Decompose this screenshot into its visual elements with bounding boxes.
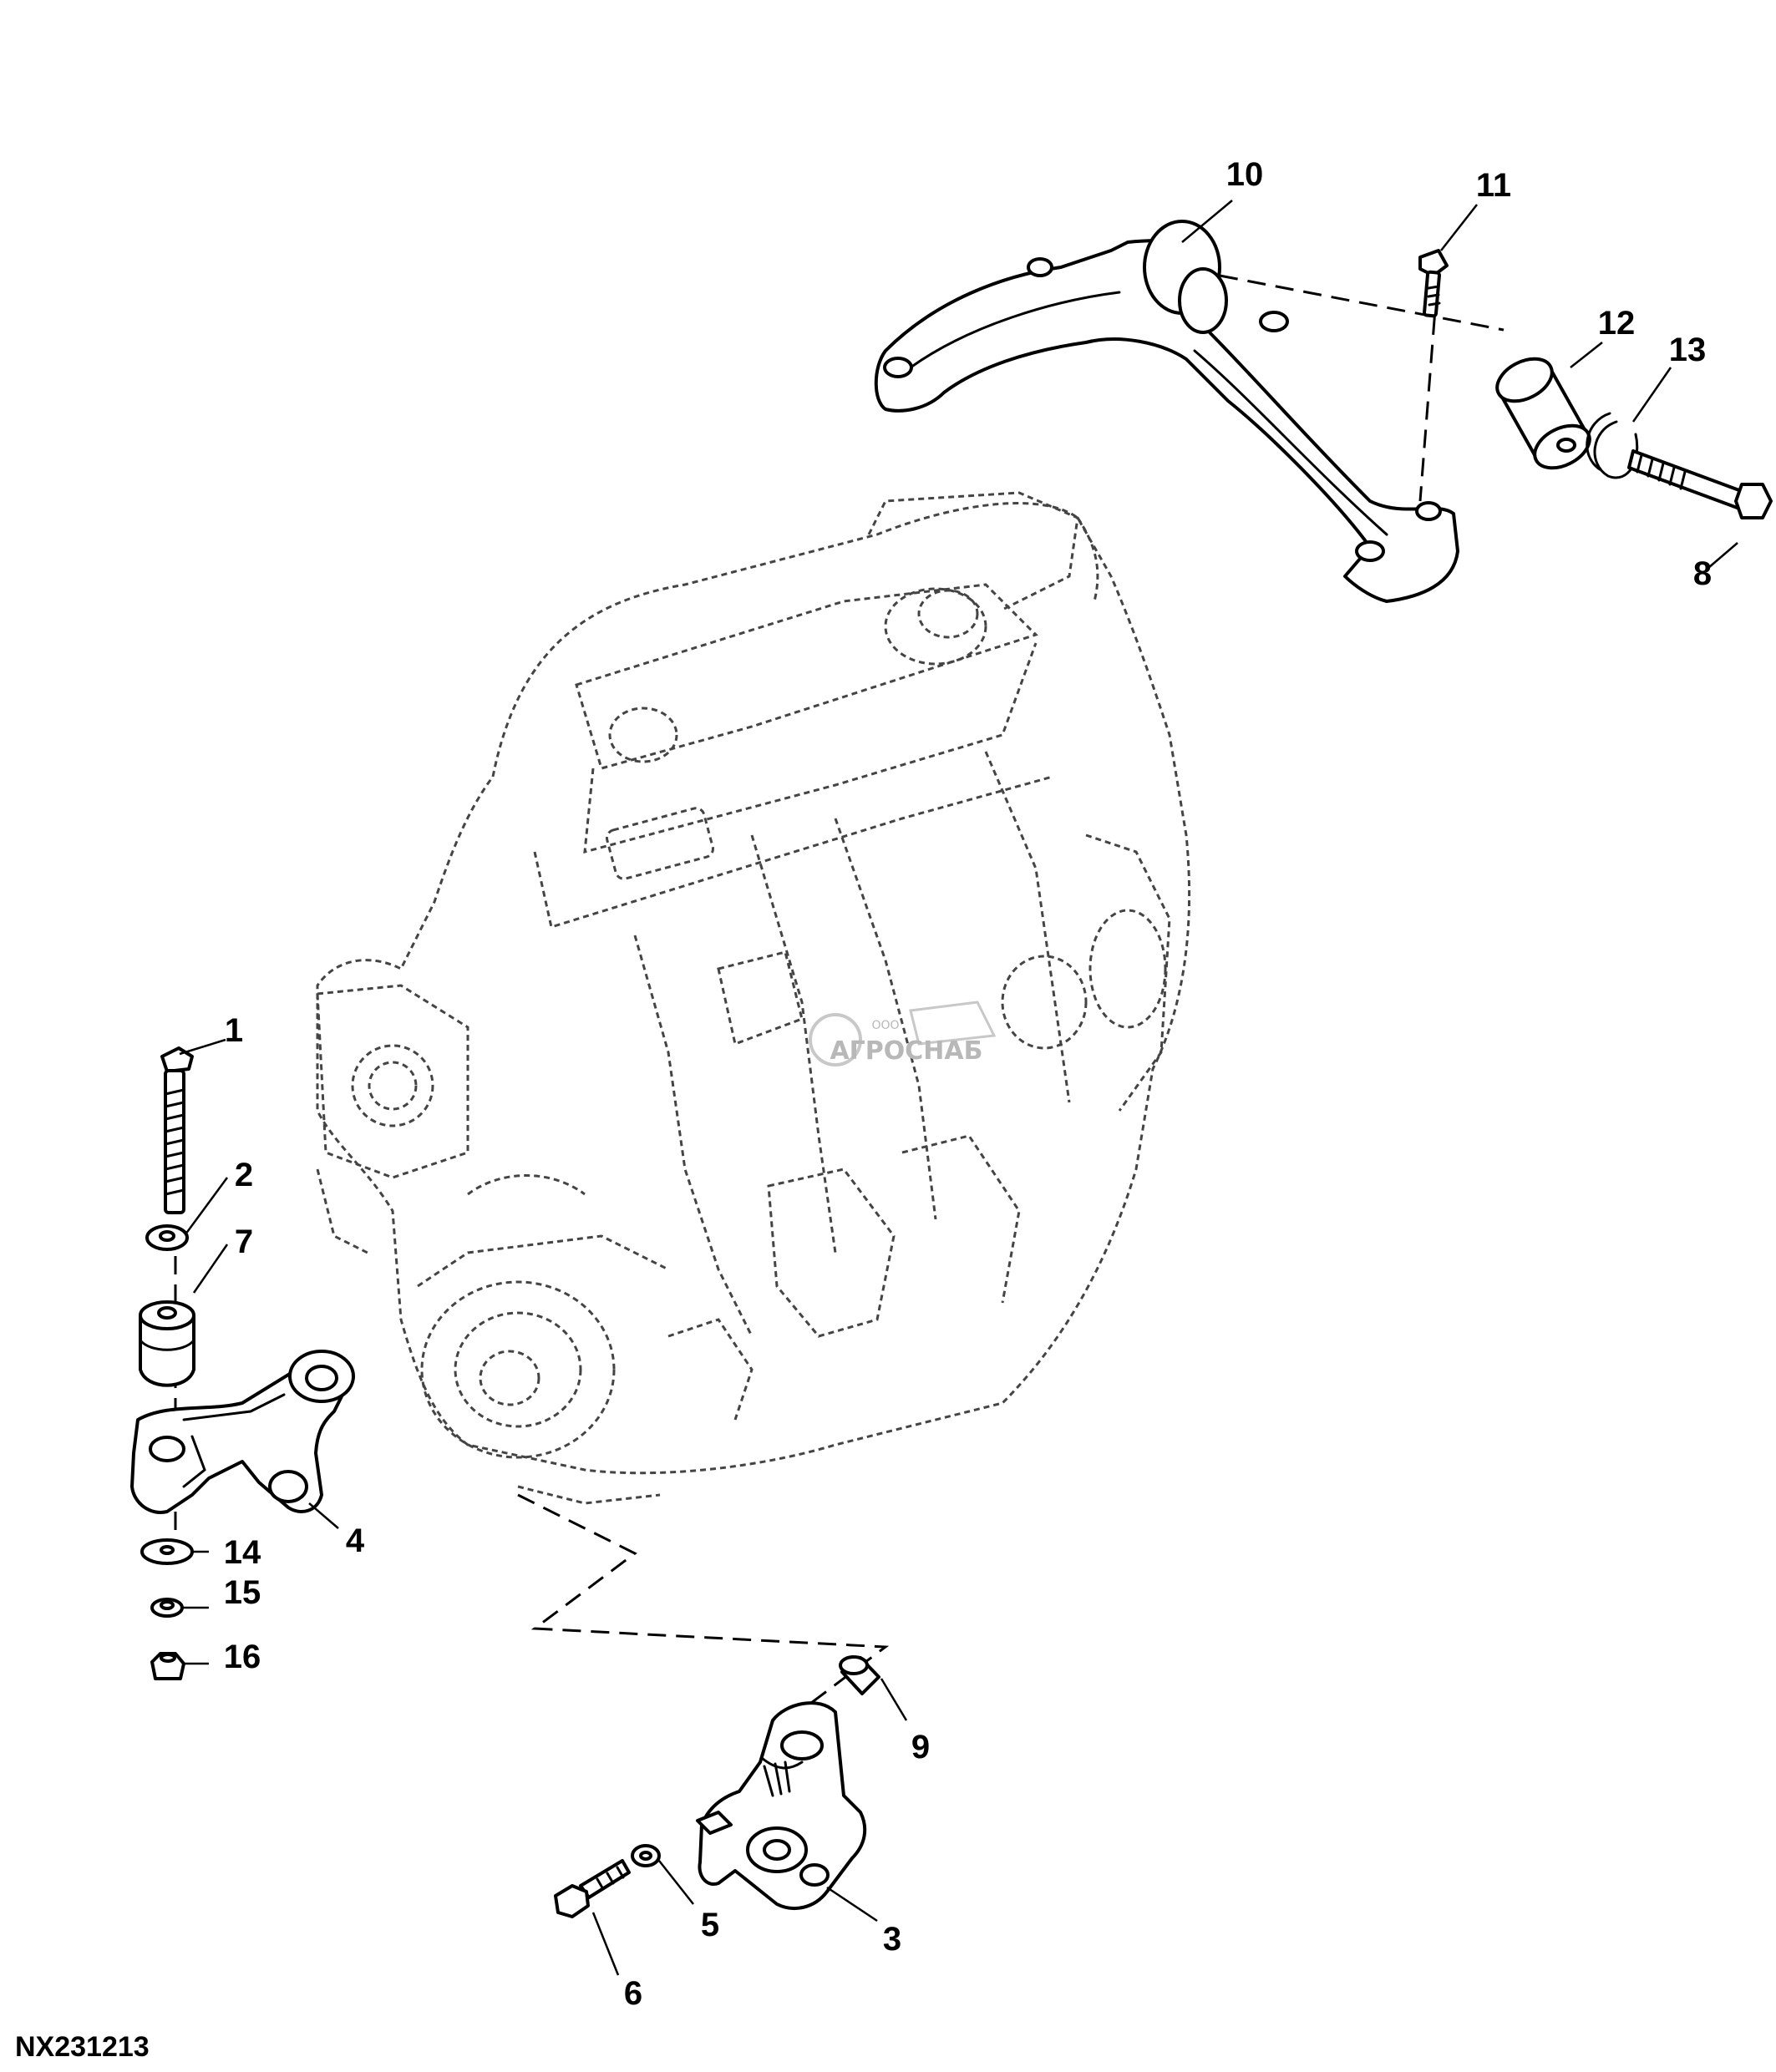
callout-labels: 10 11 12 13 8 1 2 7 4 14 15 16 9 3 5 6 <box>224 156 1712 2012</box>
figure-id: NX231213 <box>15 2031 150 2063</box>
callout-14: 14 <box>224 1534 261 1571</box>
rear-engine-bracket <box>696 1701 867 1910</box>
flange-nut <box>150 1652 185 1680</box>
callout-6: 6 <box>624 1975 642 2012</box>
callout-16: 16 <box>224 1639 261 1675</box>
washer-small <box>631 1844 661 1867</box>
leader-lines <box>179 200 1738 1976</box>
callout-1: 1 <box>225 1012 243 1049</box>
callout-15: 15 <box>224 1574 261 1611</box>
front-engine-bracket <box>874 220 1459 603</box>
callout-10: 10 <box>1226 156 1264 193</box>
callout-11: 11 <box>1476 167 1511 204</box>
watermark-company-type: ООО <box>871 1019 899 1032</box>
callout-4: 4 <box>346 1522 365 1559</box>
bolt-long <box>1627 449 1773 519</box>
bolt-upper <box>1418 249 1449 318</box>
callout-7: 7 <box>235 1223 253 1260</box>
callout-2: 2 <box>235 1157 253 1193</box>
lock-washer <box>150 1598 184 1618</box>
callout-9: 9 <box>911 1729 930 1766</box>
left-engine-bracket <box>130 1350 355 1514</box>
watermark-logo: ООО АГРОСНАБ <box>809 1001 997 1066</box>
callout-5: 5 <box>701 1907 719 1943</box>
callout-8: 8 <box>1693 555 1712 592</box>
spacer <box>839 1655 880 1695</box>
watermark-company-name: АГРОСНАБ <box>830 1036 982 1066</box>
bolt-vertical <box>160 1046 194 1214</box>
washer-lower <box>140 1538 194 1565</box>
callout-12: 12 <box>1598 305 1636 342</box>
engine-ghost-outline <box>316 491 1191 1505</box>
bolt-short <box>554 1859 631 1918</box>
alignment-lines <box>174 274 1505 1730</box>
isolator-upper <box>139 1300 195 1387</box>
bushing <box>1495 357 1591 470</box>
callout-3: 3 <box>883 1921 901 1958</box>
washer-upper <box>145 1224 189 1251</box>
callout-13: 13 <box>1669 332 1707 368</box>
